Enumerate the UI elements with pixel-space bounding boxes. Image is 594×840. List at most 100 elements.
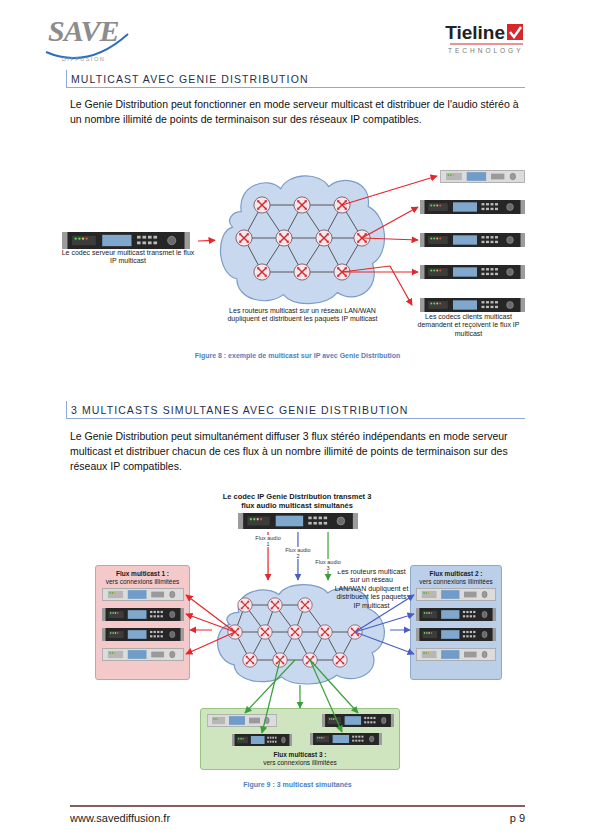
router-symbol xyxy=(254,197,270,213)
distribution-arrow xyxy=(262,660,280,733)
flow-arrow xyxy=(390,266,412,305)
router-cloud: Les routeurs multicast sur un réseau LAN… xyxy=(215,170,390,330)
flow-arrow xyxy=(390,629,410,630)
codec-device xyxy=(440,170,524,182)
distribution-arrow xyxy=(355,595,414,632)
codec-device xyxy=(420,233,525,247)
flow-arrow xyxy=(198,240,215,242)
distribution-arrow xyxy=(310,660,342,732)
distribution-stub xyxy=(342,266,390,272)
router-symbol xyxy=(316,230,332,246)
multicast-group: Flux multicast 1 :vers connexions illimi… xyxy=(95,565,190,680)
logo-swoosh xyxy=(46,34,128,58)
logo-rule xyxy=(450,44,523,45)
codec-device xyxy=(416,608,496,621)
body-paragraph: Le Genie Distribution peut fonctionner e… xyxy=(70,97,525,127)
figure-caption: Figure 8 : exemple de multicast sur IP a… xyxy=(70,352,525,359)
distribution-arrow xyxy=(186,632,235,654)
node-label: Les routeurs multicast sur un réseau LAN… xyxy=(215,307,390,324)
router-symbol xyxy=(236,230,252,246)
footer-rule xyxy=(70,805,525,807)
edge-label: Flux audio 1 xyxy=(255,535,281,548)
codec-device xyxy=(322,714,394,727)
node-label: vers connexions illimitées xyxy=(411,578,501,586)
brand-subtext: TECHNOLOGY xyxy=(448,47,528,54)
router-symbol xyxy=(294,197,310,213)
codec-device xyxy=(102,588,183,600)
distribution-arrow xyxy=(310,660,358,713)
codec-device xyxy=(420,200,525,214)
codec-device xyxy=(420,265,525,279)
router-cloud: Les routeurs multicast sur un réseau LAN… xyxy=(212,580,390,685)
logo-check-box xyxy=(507,24,523,40)
router-symbol xyxy=(268,598,282,612)
distribution-arrow xyxy=(186,595,235,632)
router-symbol xyxy=(238,598,252,612)
node-label: Le codec serveur multicast transmet le f… xyxy=(58,249,198,266)
logo-subtext: DIFFUSION xyxy=(62,56,132,62)
distribution-arrows xyxy=(355,595,414,654)
node-heading: Flux multicast 1 : xyxy=(96,570,189,578)
distribution-arrow xyxy=(342,176,437,205)
codec-device xyxy=(416,648,495,660)
footer-url: www.savediffusion.fr xyxy=(70,812,270,824)
distribution-arrow xyxy=(355,614,414,632)
codec-device xyxy=(416,588,495,600)
network-cloud xyxy=(218,585,385,684)
node-label: Le codec IP Genie Distribution transmet … xyxy=(217,492,377,510)
codec-device xyxy=(102,628,184,641)
node-heading: Flux multicast 3 : xyxy=(201,751,399,759)
codec-device xyxy=(102,648,183,660)
distribution-arrow xyxy=(342,271,418,272)
section-heading: 3 MULTICASTS SIMULTANES AVEC GENIE DISTR… xyxy=(66,401,525,419)
node-label: vers connexions illimitées xyxy=(201,759,399,767)
page-number: p 9 xyxy=(425,812,525,824)
multicast-group: Flux multicast 2 :vers connexions illimi… xyxy=(410,565,502,680)
codec-device xyxy=(102,608,184,621)
router-symbol xyxy=(294,264,310,280)
node-label: vers connexions illimitées xyxy=(96,578,189,586)
distribution-arrow xyxy=(362,238,418,240)
edge-label: Flux audio 2 xyxy=(285,547,311,560)
codec-device xyxy=(310,733,382,745)
section-heading: MULTICAST AVEC GENIE DISTRIBUTION xyxy=(66,70,525,88)
router-symbol xyxy=(243,653,257,667)
router-symbol xyxy=(333,653,347,667)
distribution-arrows xyxy=(245,660,358,733)
logo-check-mark xyxy=(510,27,521,37)
router-symbol xyxy=(254,264,270,280)
edge-label: Flux audio 3 xyxy=(315,559,341,572)
flow-arrow xyxy=(299,685,300,708)
router-symbol xyxy=(258,625,272,639)
flow-arrow xyxy=(190,629,212,630)
router-symbol xyxy=(298,598,312,612)
codec-device xyxy=(238,513,358,529)
distribution-arrow xyxy=(362,207,418,238)
codec-device xyxy=(416,628,496,641)
router-symbol xyxy=(288,625,302,639)
brand-name: Tieline xyxy=(420,23,505,42)
node-label: Les routeurs multicast sur un réseau LAN… xyxy=(334,568,409,610)
node-label: Les codecs clients multicast demandent e… xyxy=(417,313,520,338)
codec-device xyxy=(420,298,525,312)
router-symbol xyxy=(318,625,332,639)
logo-text: SAVE xyxy=(48,16,138,46)
node-heading: Flux multicast 2 : xyxy=(411,570,501,578)
router-symbol xyxy=(276,230,292,246)
router-links xyxy=(235,605,355,660)
flow-arrow xyxy=(327,532,328,580)
distribution-arrows xyxy=(186,595,235,654)
distribution-arrow xyxy=(355,632,414,654)
distribution-arrow xyxy=(245,660,295,713)
network-cloud xyxy=(220,176,384,304)
codec-device xyxy=(232,734,292,746)
codec-device xyxy=(62,232,190,249)
distribution-arrows xyxy=(342,176,437,272)
body-paragraph: Le Genie Distribution peut simultanément… xyxy=(70,429,525,474)
